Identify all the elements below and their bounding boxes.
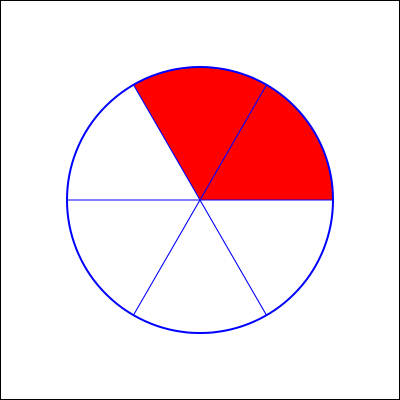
circle-outline bbox=[66, 66, 334, 334]
